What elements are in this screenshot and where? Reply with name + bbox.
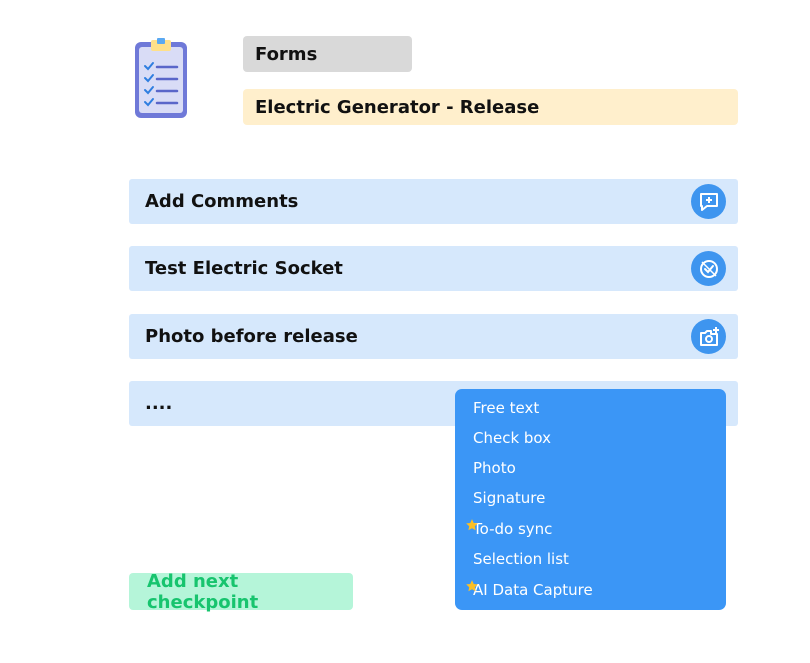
menu-item-to-do-sync[interactable]: To-do sync [455,513,726,544]
menu-item-free-text[interactable]: Free text [455,393,726,423]
clipboard-checklist-icon [132,38,190,122]
add-comment-icon[interactable] [691,184,726,219]
add-next-checkpoint-button[interactable]: Add next checkpoint [129,571,353,613]
menu-item-check-box[interactable]: Check box [455,423,726,453]
menu-item-label: Photo [473,459,516,477]
checkpoint-row-add-comments[interactable]: Add Comments [129,179,738,224]
checkpoint-label: Test Electric Socket [145,258,343,279]
add-photo-icon[interactable] [691,319,726,354]
checkpoint-type-menu: Free text Check box Photo Signature To-d… [455,389,726,610]
check-sync-icon[interactable] [691,251,726,286]
star-icon [466,519,478,531]
menu-item-label: To-do sync [473,519,553,538]
menu-item-selection-list[interactable]: Selection list [455,544,726,574]
page-title: Forms [243,36,412,72]
checkpoint-row-test-electric-socket[interactable]: Test Electric Socket [129,246,738,291]
menu-item-label: AI Data Capture [473,580,593,599]
checkpoint-label: .... [145,393,173,414]
checkpoint-label: Photo before release [145,326,358,347]
menu-item-label: Free text [473,399,540,417]
form-name: Electric Generator - Release [243,89,738,125]
menu-item-label: Selection list [473,550,569,568]
menu-item-label: Signature [473,489,546,507]
menu-item-label: Check box [473,429,552,447]
star-icon [466,580,478,592]
menu-item-signature[interactable]: Signature [455,483,726,513]
checkpoint-label: Add Comments [145,191,299,212]
menu-item-photo[interactable]: Photo [455,453,726,483]
checkpoint-row-photo-before-release[interactable]: Photo before release [129,314,738,359]
menu-item-ai-data-capture[interactable]: AI Data Capture [455,574,726,605]
